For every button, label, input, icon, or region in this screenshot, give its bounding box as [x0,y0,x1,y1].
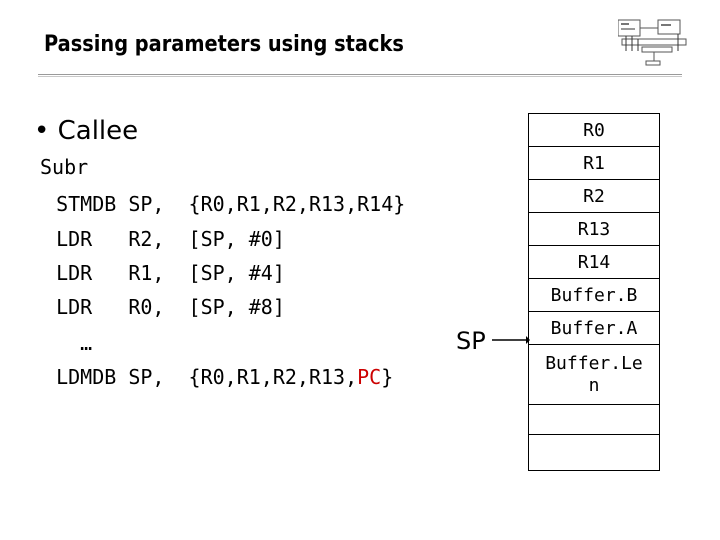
stack-diagram: R0 R1 R2 R13 R14 Buffer.B Buffer.A Buffe… [528,113,660,471]
bullet-callee: • Callee [34,116,138,146]
code-line-6: … [32,331,93,355]
stack-cell-r1: R1 [529,147,659,180]
buffer-len-line-1: Buffer.Le [545,352,643,374]
stack-cell-r13: R13 [529,213,659,246]
stack-cell-r2: R2 [529,180,659,213]
code-line-3: LDR R2, [SP, #0] [32,227,285,251]
code-line-7-text: LDMDB SP, {R0,R1,R2,R13, [32,365,358,389]
stack-cell-empty-bottom [529,435,659,471]
flowchart-logo-icon [618,19,687,66]
stack-pointer-label: SP [456,327,486,355]
bullet-text: Callee [57,116,139,146]
title-divider [38,74,682,75]
buffer-len-line-2: n [588,374,600,396]
code-line-5: LDR R0, [SP, #8] [32,295,285,319]
stack-cell-r14: R14 [529,246,659,279]
stack-cell-buffer-len: Buffer.Le n [529,345,659,405]
stack-cell-r0: R0 [529,114,659,147]
code-line-7: LDMDB SP, {R0,R1,R2,R13,PC} [32,365,393,389]
code-line-1: Subr [40,155,89,179]
pc-register-highlight: PC [357,365,382,389]
bullet-marker: • [34,116,50,146]
stack-cell-buffer-a: Buffer.A [529,312,659,345]
stack-pointer-arrow-icon [492,336,530,344]
code-line-7-tail: } [381,365,394,389]
stack-cell-buffer-b: Buffer.B [529,279,659,312]
slide-title: Passing parameters using stacks [44,32,404,57]
title-divider-shadow [38,76,682,77]
stack-cell-empty [529,405,659,435]
code-line-2: STMDB SP, {R0,R1,R2,R13,R14} [32,192,406,216]
code-line-4: LDR R1, [SP, #4] [32,261,285,285]
